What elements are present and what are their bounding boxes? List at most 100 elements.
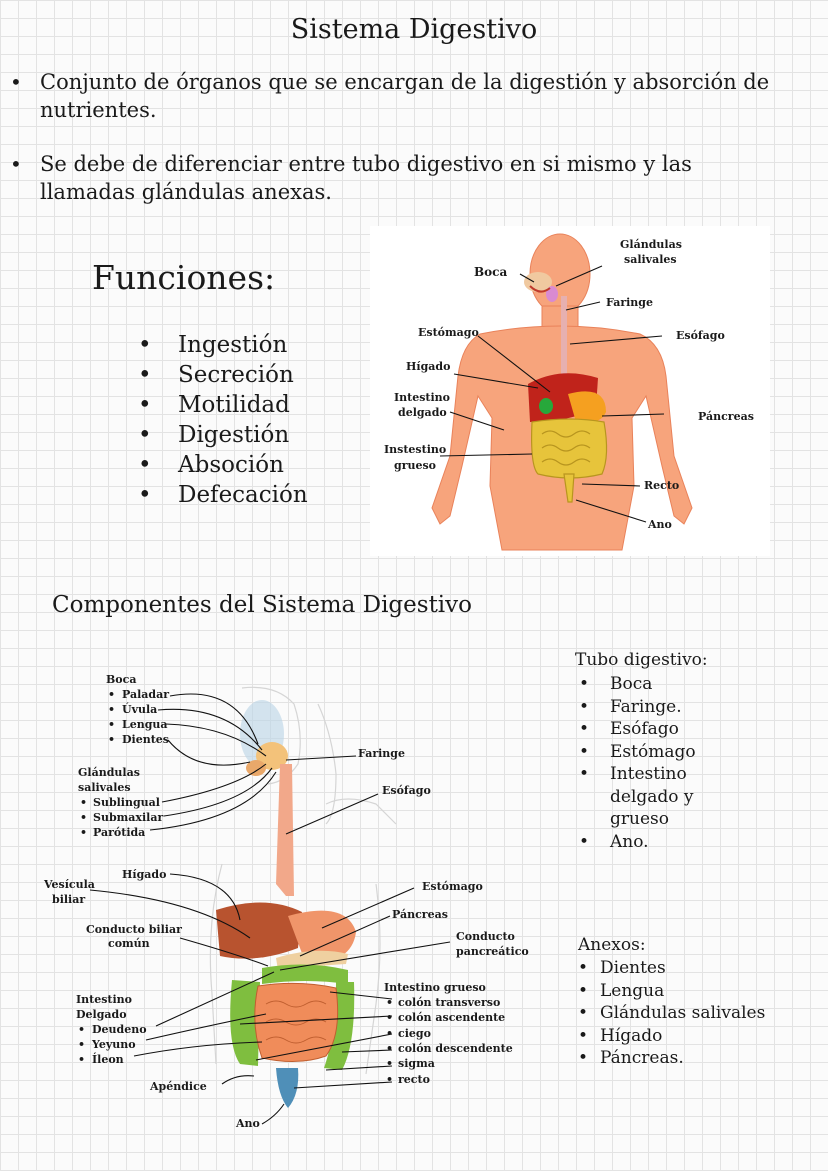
function-item: Secreción: [138, 360, 308, 390]
stomach-shape: [568, 391, 606, 423]
gallbladder-shape: [539, 398, 553, 414]
label-faringe: Faringe: [358, 747, 405, 760]
label-salivales: salivales: [78, 781, 131, 794]
label-conducto-biliar: Conducto biliar: [86, 923, 182, 936]
bullet-dot: •: [80, 826, 87, 839]
label-pancreas: Páncreas: [698, 410, 754, 423]
label-salivales: salivales: [624, 253, 677, 266]
label-sublingual: Sublingual: [93, 796, 160, 809]
bullet-dot: •: [80, 811, 87, 824]
functions-title: Funciones:: [92, 258, 276, 297]
label-faringe: Faringe: [606, 296, 653, 309]
label-colon-ascendente: colón ascendente: [398, 1011, 505, 1024]
bullet-dot: •: [80, 796, 87, 809]
label-deudeno: Deudeno: [92, 1023, 147, 1036]
label-sigma: sigma: [398, 1057, 435, 1070]
anexos-item: Glándulas salivales: [578, 1002, 765, 1025]
tubo-item: grueso: [610, 809, 669, 829]
label-colon-descendente: colón descendente: [398, 1042, 513, 1055]
tubo-item: Ano.: [579, 831, 696, 854]
function-item: Absoción: [138, 450, 308, 480]
liver-shape: [216, 902, 302, 959]
rectum-shape: [276, 1068, 299, 1108]
label-esofago: Esófago: [676, 329, 725, 342]
function-item: Defecación: [138, 480, 308, 510]
label-higado: Hígado: [406, 360, 450, 373]
intestines-shape: [531, 418, 608, 503]
leader-lines: [89, 693, 451, 1125]
label-lengua: Lengua: [122, 718, 168, 731]
intro-text-2: Se debe de diferenciar entre tubo digest…: [40, 152, 692, 204]
label-comun: común: [108, 937, 150, 950]
anexos-list: Dientes Lengua Glándulas salivales Hígad…: [578, 957, 765, 1070]
label-instestino: Instestino: [384, 443, 446, 456]
anexos-item: Dientes: [578, 957, 765, 980]
anexos-item: Hígado: [578, 1025, 765, 1048]
label-ileon: Íleon: [92, 1052, 124, 1066]
label-grueso: grueso: [394, 459, 436, 472]
label-estomago: Estómago: [422, 880, 483, 893]
label-recto: recto: [398, 1073, 430, 1086]
label-glandulas: Glándulas: [620, 238, 682, 251]
label-delgado: delgado: [398, 406, 447, 419]
intro-bullet-2: • Se debe de diferenciar entre tubo dige…: [10, 150, 770, 206]
tubo-item: Esófago: [579, 718, 696, 741]
label-glandulas: Glándulas: [78, 766, 140, 779]
digestive-body-diagram: Glándulas salivales Boca Faringe Estómag…: [370, 226, 770, 556]
tubo-list: Boca Faringe. Esófago Estómago Intestino…: [579, 673, 696, 854]
label-apendice: Apéndice: [149, 1080, 207, 1093]
functions-list: Ingestión Secreción Motilidad Digestión …: [138, 330, 308, 510]
bullet-dot: •: [78, 1053, 85, 1066]
components-diagram: Boca • Paladar • Úvula • Lengua • Diente…: [43, 673, 529, 1130]
bullet-dot: •: [108, 688, 115, 701]
tubo-item: Boca: [579, 673, 696, 696]
bullet-dot: •: [386, 1042, 393, 1055]
label-intestino: Intestino: [76, 993, 132, 1006]
label-parotida: Parótida: [93, 826, 145, 839]
bullet-dot: •: [386, 1011, 393, 1024]
label-boca: Boca: [474, 265, 507, 279]
bullet-dot: •: [10, 152, 22, 176]
label-intestino: Intestino: [394, 391, 450, 404]
bullet-dot: •: [386, 1027, 393, 1040]
label-uvula: Úvula: [122, 702, 157, 716]
label-esofago: Esófago: [382, 784, 431, 797]
small-intestine-shape: [254, 982, 339, 1063]
label-ciego: ciego: [398, 1027, 431, 1040]
tubo-heading: Tubo digestivo:: [575, 650, 708, 670]
leader-lines: [439, 265, 665, 523]
bullet-dot: •: [386, 996, 393, 1009]
tubo-item: delgado y: [610, 786, 694, 807]
bullet-dot: •: [78, 1038, 85, 1051]
intro-bullet-1: • Conjunto de órganos que se encargan de…: [10, 68, 820, 124]
bullet-dot: •: [108, 718, 115, 731]
label-submaxilar: Submaxilar: [93, 811, 163, 824]
bullet-dot: •: [78, 1023, 85, 1036]
bullet-dot: •: [10, 70, 22, 94]
function-item: Motilidad: [138, 390, 308, 420]
esophagus-shape: [561, 296, 567, 386]
stomach-shape: [288, 910, 356, 964]
label-boca: Boca: [106, 673, 136, 686]
bullet-dot: •: [108, 703, 115, 716]
label-colon-transverso: colón transverso: [398, 996, 500, 1009]
page-title: Sistema Digestivo: [290, 14, 538, 45]
function-item: Digestión: [138, 420, 308, 450]
components-title: Componentes del Sistema Digestivo: [52, 592, 473, 618]
esophagus-tube: [276, 764, 294, 896]
label-recto: Recto: [644, 479, 679, 492]
bullet-dot: •: [386, 1073, 393, 1086]
mouth-region: [524, 272, 558, 302]
label-vesicula: Vesícula: [43, 878, 95, 891]
label-yeyuno: Yeyuno: [91, 1038, 136, 1051]
label-ano: Ano: [647, 518, 672, 531]
bullet-dot: •: [386, 1057, 393, 1070]
label-delgado: Delgado: [76, 1008, 127, 1021]
bullet-dot: •: [108, 733, 115, 746]
function-item: Ingestión: [138, 330, 308, 360]
anexos-heading: Anexos:: [578, 935, 646, 955]
label-biliar: biliar: [52, 893, 85, 906]
label-estomago: Estómago: [418, 326, 479, 339]
head-region: [240, 700, 288, 776]
anexos-item: Páncreas.: [578, 1047, 765, 1070]
